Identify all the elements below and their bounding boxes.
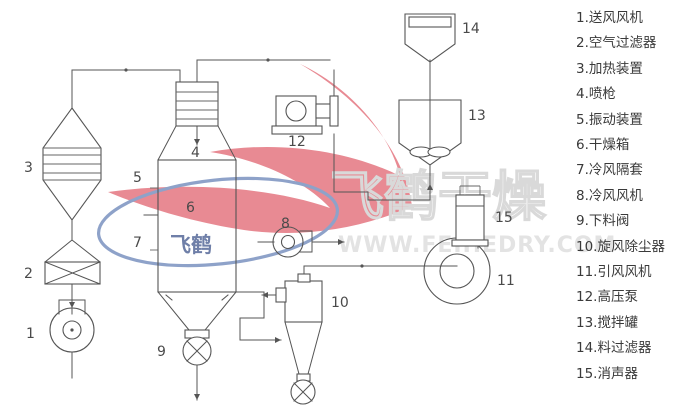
discharge-valve-dryer [182,329,212,401]
callout-12: 12 [288,134,306,150]
legend-item-2: 2.空气过滤器 [576,35,657,52]
callout-5: 5 [133,170,142,186]
cold-air-fan [257,226,345,258]
heater-unit [42,69,102,241]
watermark-logo-text: 飞鹤 [170,233,212,257]
callout-7: 7 [133,235,142,251]
callout-13: 13 [468,108,486,124]
callout-10: 10 [331,295,349,311]
legend-panel: 1.送风风机 2.空气过滤器 3.加热装置 4.喷枪 5.振动装置 6.干燥箱 … [576,6,700,410]
legend-item-4: 4.喷枪 [576,86,616,103]
callout-9: 9 [157,344,166,360]
supply-air-blower [49,299,95,379]
callout-14: 14 [462,21,480,37]
material-filter [404,13,456,101]
callout-15: 15 [495,210,513,226]
callout-2: 2 [24,266,33,282]
dryer-to-cyclone-duct [235,291,282,343]
air-filter [44,239,101,309]
legend-item-5: 5.振动装置 [576,111,643,128]
watermark-brand-text: 飞鹤干燥 [330,165,547,228]
legend-item-15: 15.消声器 [576,365,638,382]
legend-item-13: 13.搅拌罐 [576,314,638,331]
drying-chamber [143,159,237,331]
spray-gun-distributor [157,58,331,161]
legend-item-9: 9.下料阀 [576,213,630,230]
legend-item-14: 14.料过滤器 [576,340,652,357]
legend-item-6: 6.干燥箱 [576,137,630,154]
jacket-leaders [150,187,158,251]
legend-item-11: 11.引风风机 [576,264,652,281]
high-pressure-pump [271,69,431,201]
legend-item-7: 7.冷风隔套 [576,162,643,179]
legend-item-10: 10.旋风除尘器 [576,238,665,255]
callout-4: 4 [191,145,200,161]
silencer [451,185,489,247]
callout-11: 11 [497,273,515,289]
watermark-ellipse [96,176,340,268]
callout-numbers: 1 2 3 4 5 6 7 8 9 10 11 12 13 14 15 [24,21,515,360]
hot-air-duct [71,68,181,83]
legend-item-3: 3.加热装置 [576,60,643,77]
callout-3: 3 [24,160,33,176]
legend-item-8: 8.冷风风机 [576,187,643,204]
callout-6: 6 [186,200,195,216]
watermark-swoosh [108,64,412,233]
legend-item-12: 12.高压泵 [576,289,638,306]
cyclone-separator [261,264,421,405]
callout-1: 1 [26,326,35,342]
legend-item-1: 1.送风风机 [576,10,643,26]
callout-8: 8 [281,216,290,232]
